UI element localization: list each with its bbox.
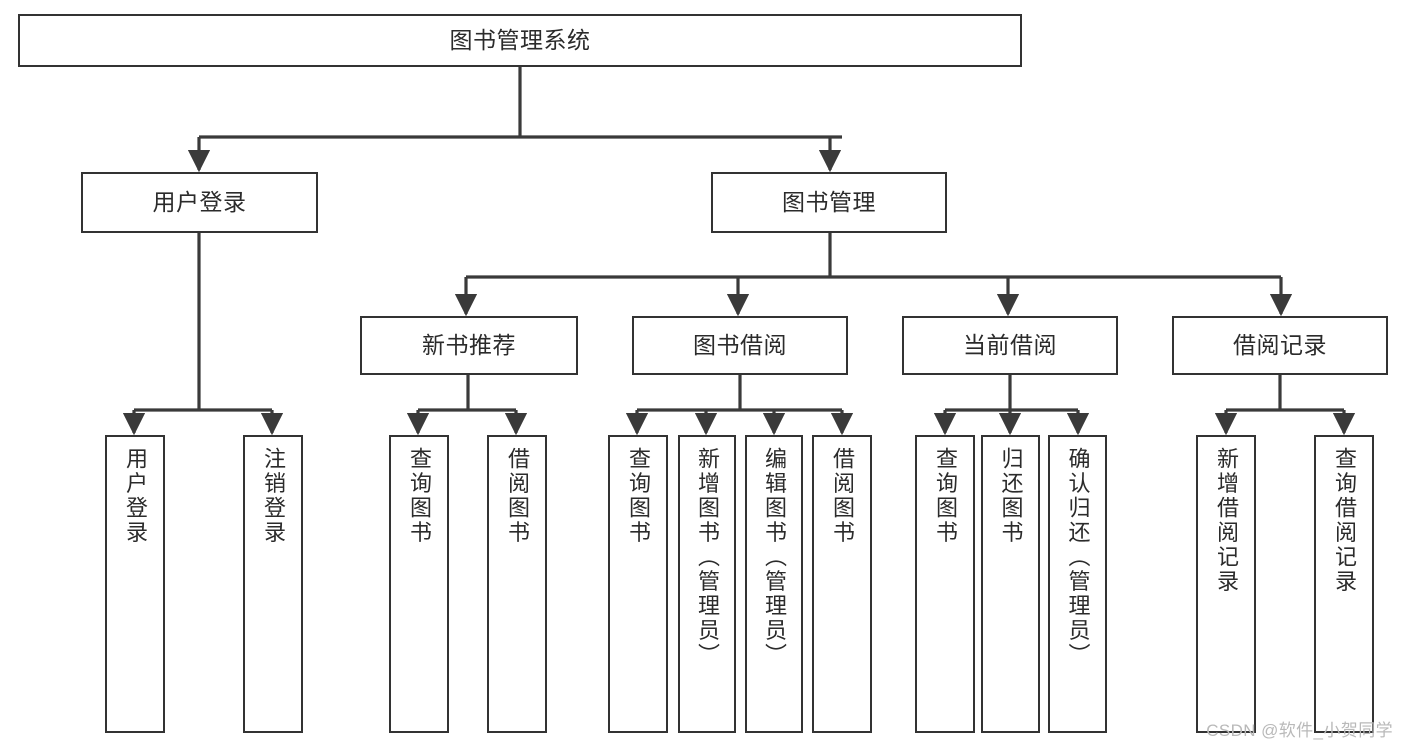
node-leaf-query-book-current[interactable]: 查询图书 <box>915 435 975 733</box>
node-leaf-borrow-book[interactable]: 借阅图书 <box>812 435 872 733</box>
node-leaf-logout[interactable]: 注销登录 <box>243 435 303 733</box>
node-leaf-query-book-current-label: 查询图书 <box>933 447 958 545</box>
node-leaf-borrow-book-label: 借阅图书 <box>830 447 855 545</box>
node-leaf-user-login-label: 用户登录 <box>123 447 148 545</box>
node-leaf-query-borrow-record-label: 查询借阅记录 <box>1332 447 1357 594</box>
node-leaf-user-login[interactable]: 用户登录 <box>105 435 165 733</box>
node-borrow-record[interactable]: 借阅记录 <box>1172 316 1388 375</box>
node-new-book-recommend-label: 新书推荐 <box>422 331 516 358</box>
node-leaf-confirm-return[interactable]: 确认归还（管理员） <box>1048 435 1107 733</box>
node-leaf-query-book-recommend[interactable]: 查询图书 <box>389 435 449 733</box>
node-leaf-add-book-label: 新增图书（管理员） <box>695 447 720 668</box>
node-user-login-label: 用户登录 <box>152 188 247 215</box>
node-leaf-borrow-book-recommend[interactable]: 借阅图书 <box>487 435 547 733</box>
node-leaf-add-borrow-record[interactable]: 新增借阅记录 <box>1196 435 1256 733</box>
node-leaf-query-book-recommend-label: 查询图书 <box>407 447 432 545</box>
node-leaf-add-borrow-record-label: 新增借阅记录 <box>1214 447 1239 594</box>
node-book-borrow-label: 图书借阅 <box>693 331 787 358</box>
node-leaf-add-book[interactable]: 新增图书（管理员） <box>678 435 736 733</box>
node-leaf-query-book-borrow-label: 查询图书 <box>626 447 651 545</box>
node-borrow-record-label: 借阅记录 <box>1233 331 1327 358</box>
node-book-management[interactable]: 图书管理 <box>711 172 947 233</box>
node-leaf-return-book-label: 归还图书 <box>998 447 1024 545</box>
node-book-management-label: 图书管理 <box>782 188 876 215</box>
watermark: CSDN @软件_小贺同学 <box>1206 721 1393 740</box>
node-current-borrow[interactable]: 当前借阅 <box>902 316 1118 375</box>
node-leaf-logout-label: 注销登录 <box>261 447 286 545</box>
node-leaf-query-borrow-record[interactable]: 查询借阅记录 <box>1314 435 1374 733</box>
node-current-borrow-label: 当前借阅 <box>963 331 1057 358</box>
node-leaf-edit-book[interactable]: 编辑图书（管理员） <box>745 435 803 733</box>
node-book-borrow[interactable]: 图书借阅 <box>632 316 848 375</box>
node-leaf-borrow-book-recommend-label: 借阅图书 <box>505 447 530 545</box>
node-user-login[interactable]: 用户登录 <box>81 172 318 233</box>
node-leaf-return-book[interactable]: 归还图书 <box>981 435 1040 733</box>
node-new-book-recommend[interactable]: 新书推荐 <box>360 316 578 375</box>
node-root-label: 图书管理系统 <box>449 26 591 53</box>
node-leaf-edit-book-label: 编辑图书（管理员） <box>762 447 787 668</box>
node-root[interactable]: 图书管理系统 <box>18 14 1022 67</box>
node-leaf-confirm-return-label: 确认归还（管理员） <box>1065 447 1091 668</box>
node-leaf-query-book-borrow[interactable]: 查询图书 <box>608 435 668 733</box>
